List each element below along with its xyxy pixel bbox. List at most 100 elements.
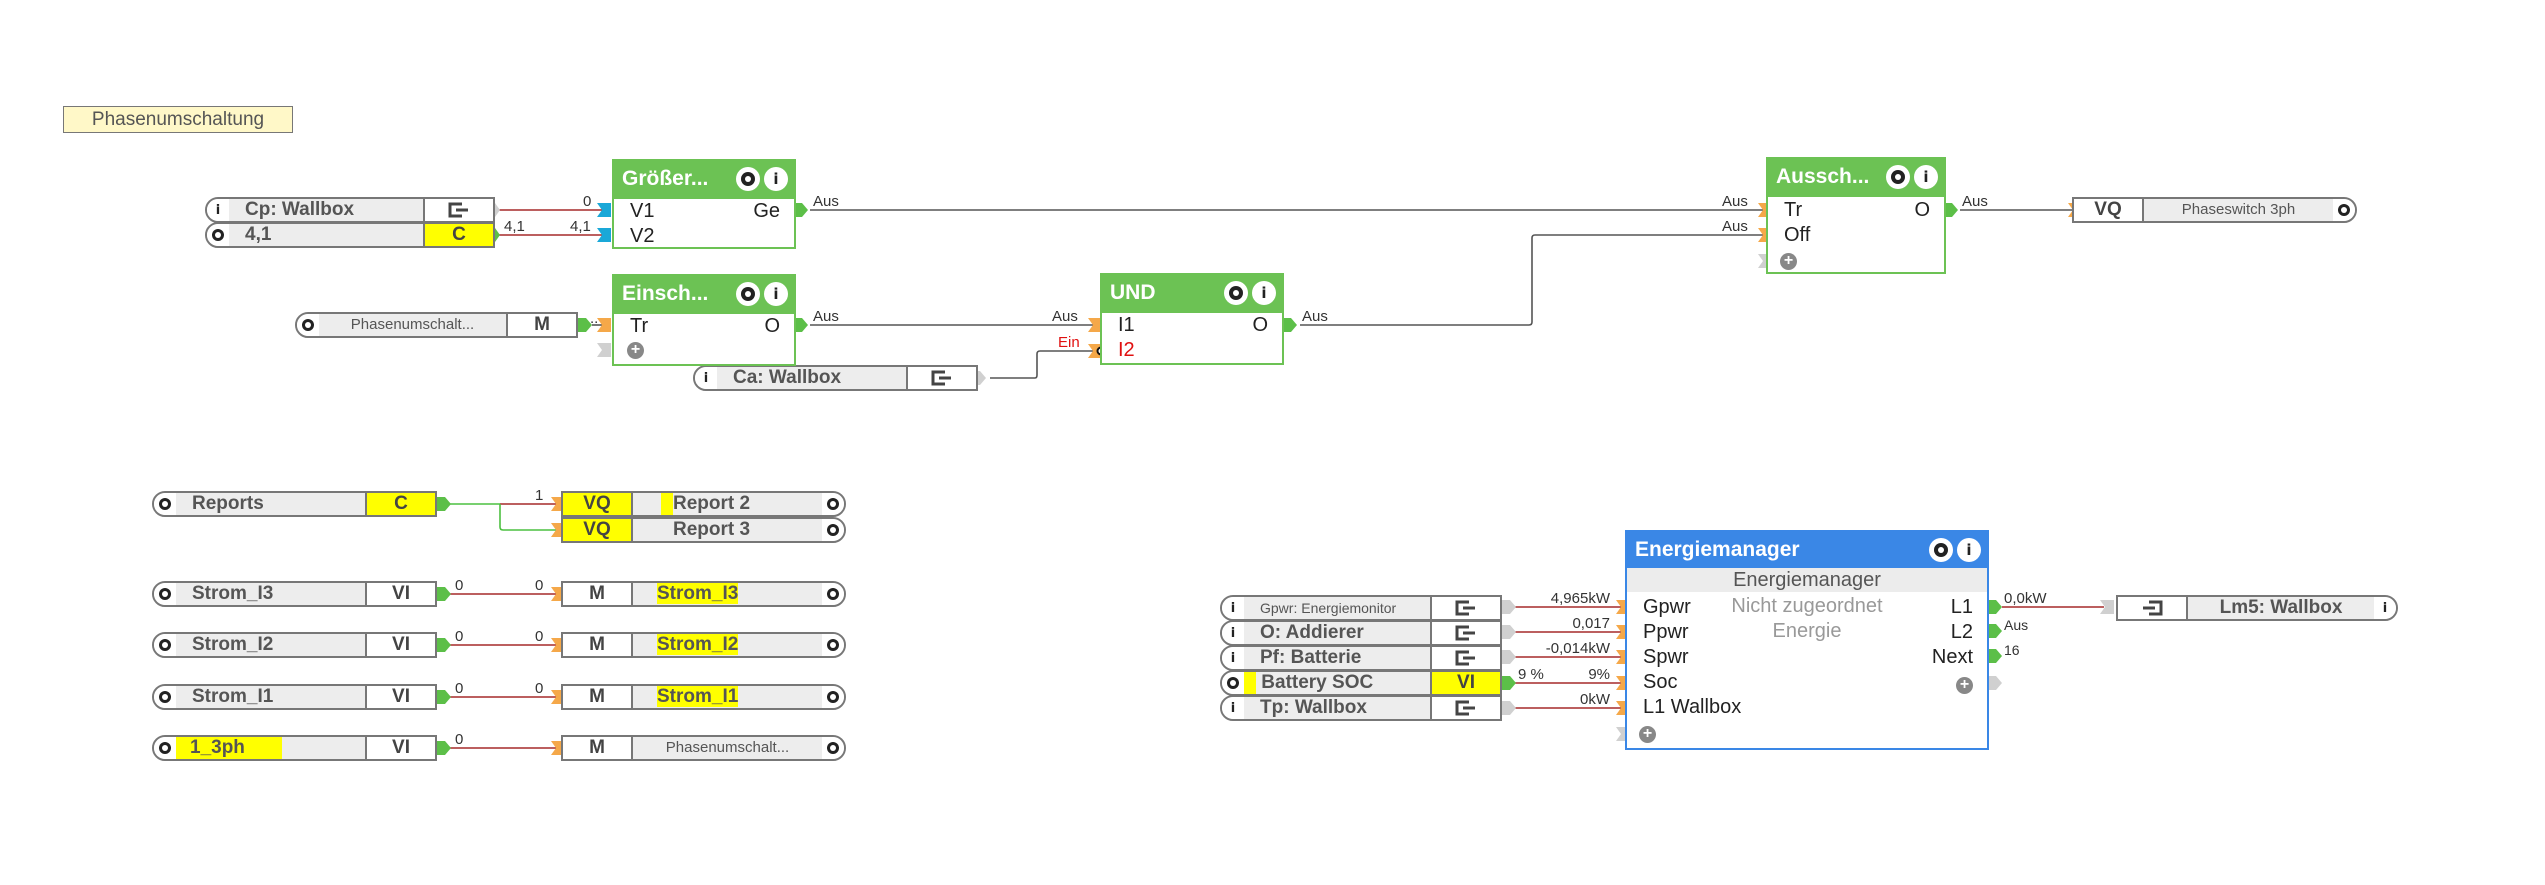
node-phasenumschalt-source[interactable]: Phasenumschalt... M bbox=[295, 312, 578, 338]
info-icon[interactable]: i bbox=[1957, 538, 1981, 562]
add-input-button[interactable]: + bbox=[1639, 726, 1656, 743]
gear-icon[interactable] bbox=[158, 497, 172, 511]
node-strom-l1-source[interactable]: Strom_I1 VI bbox=[152, 684, 437, 710]
wire-und-aussch bbox=[1300, 234, 1765, 326]
gear-icon[interactable] bbox=[1886, 165, 1910, 189]
info-icon[interactable]: i bbox=[1252, 281, 1276, 305]
gear-icon[interactable] bbox=[158, 741, 172, 755]
comment-box[interactable]: Phasenumschaltung bbox=[63, 106, 293, 133]
wire-label: 1 bbox=[535, 487, 544, 504]
node-type: VQ bbox=[2074, 199, 2144, 221]
node-strom-l2-source[interactable]: Strom_I2 VI bbox=[152, 632, 437, 658]
add-output-button[interactable]: + bbox=[1956, 677, 1973, 694]
gear-icon[interactable] bbox=[1226, 676, 1240, 690]
node-strom-l3-source[interactable]: Strom_I3 VI bbox=[152, 581, 437, 607]
node-type: M bbox=[563, 737, 633, 759]
block-aussch[interactable]: Aussch... i Tr Off O + bbox=[1766, 157, 1946, 274]
node-strom-l2-dest[interactable]: M Strom_I2 bbox=[561, 632, 846, 658]
info-icon[interactable]: i bbox=[1230, 700, 1236, 716]
node-report-2[interactable]: VQ Report 2 bbox=[561, 491, 846, 517]
node-report-3[interactable]: VQ Report 3 bbox=[561, 517, 846, 543]
gear-icon[interactable] bbox=[826, 741, 840, 755]
output-o: O bbox=[1914, 199, 1930, 221]
wire-label: 0 bbox=[535, 577, 544, 594]
node-lm5-wallbox[interactable]: Lm5: Wallbox i bbox=[2116, 595, 2398, 621]
node-label: Strom_I1 bbox=[657, 686, 739, 707]
port-v2 bbox=[597, 228, 611, 242]
block-status: Nicht zugeordnet bbox=[1731, 595, 1883, 617]
block-groesser[interactable]: Größer... i V1 V2 Ge bbox=[612, 159, 796, 249]
node-label: Pf: Batterie bbox=[1260, 647, 1362, 668]
node-strom-l3-dest[interactable]: M Strom_I3 bbox=[561, 581, 846, 607]
wire-label: 0,017 bbox=[1572, 615, 1610, 632]
info-icon[interactable]: i bbox=[1230, 600, 1236, 616]
node-type: M bbox=[506, 314, 576, 336]
gear-icon[interactable] bbox=[158, 587, 172, 601]
input-soc: Soc bbox=[1643, 671, 1678, 693]
port-aussch-o bbox=[1944, 203, 1958, 217]
gear-icon[interactable] bbox=[1929, 538, 1953, 562]
output-next: Next bbox=[1931, 646, 1973, 668]
info-icon[interactable]: i bbox=[1230, 625, 1236, 641]
output-l1: L1 bbox=[1950, 596, 1973, 618]
port-einsch-o bbox=[794, 318, 808, 332]
node-cp-wallbox[interactable]: i Cp: Wallbox bbox=[205, 197, 495, 223]
info-icon[interactable]: i bbox=[1230, 650, 1236, 666]
add-input-button[interactable]: + bbox=[1780, 253, 1797, 270]
node-ca-wallbox[interactable]: i Ca: Wallbox bbox=[693, 365, 978, 391]
node-type: C bbox=[423, 224, 493, 246]
node-type: VI bbox=[365, 583, 435, 605]
gear-icon[interactable] bbox=[826, 690, 840, 704]
block-und[interactable]: UND i I1 I2 O bbox=[1100, 273, 1284, 365]
node-phasenumschalt-dest[interactable]: M Phasenumschalt... bbox=[561, 735, 846, 761]
add-input-button[interactable]: + bbox=[627, 342, 644, 359]
node-battery-soc[interactable]: Battery SOC VI bbox=[1220, 670, 1502, 696]
node-label: Phasenumschalt... bbox=[665, 739, 790, 756]
node-label: Phaseswitch 3ph bbox=[2181, 201, 2296, 218]
node-addierer[interactable]: i O: Addierer bbox=[1220, 620, 1502, 646]
exit-icon bbox=[1430, 622, 1500, 644]
gear-icon[interactable] bbox=[826, 497, 840, 511]
gear-icon[interactable] bbox=[826, 638, 840, 652]
node-tp-wallbox[interactable]: i Tp: Wallbox bbox=[1220, 695, 1502, 721]
gear-icon[interactable] bbox=[736, 167, 760, 191]
wire-label: 9% bbox=[1588, 666, 1610, 683]
block-energiemanager[interactable]: Energiemanager i Energiemanager Nicht zu… bbox=[1625, 530, 1989, 750]
gear-icon[interactable] bbox=[736, 282, 760, 306]
port-lm5-in bbox=[2100, 600, 2114, 614]
block-title: UND bbox=[1110, 281, 1156, 304]
info-icon[interactable]: i bbox=[764, 282, 788, 306]
gear-icon[interactable] bbox=[826, 587, 840, 601]
node-type: VI bbox=[365, 634, 435, 656]
gear-icon[interactable] bbox=[301, 318, 315, 332]
gear-icon[interactable] bbox=[1224, 281, 1248, 305]
gear-icon[interactable] bbox=[158, 638, 172, 652]
input-ppwr: Ppwr bbox=[1643, 621, 1689, 643]
node-strom-l1-dest[interactable]: M Strom_I1 bbox=[561, 684, 846, 710]
gear-icon[interactable] bbox=[211, 228, 225, 242]
node-label: Report 2 bbox=[673, 493, 751, 514]
node-batterie[interactable]: i Pf: Batterie bbox=[1220, 645, 1502, 671]
node-label: Strom_I2 bbox=[192, 634, 274, 655]
node-reports[interactable]: Reports C bbox=[152, 491, 437, 517]
block-einsch[interactable]: Einsch... i Tr O + bbox=[612, 274, 796, 366]
gear-icon[interactable] bbox=[158, 690, 172, 704]
gear-icon[interactable] bbox=[2337, 203, 2351, 217]
wire-label: 0 bbox=[535, 680, 544, 697]
node-label: 1_3ph bbox=[176, 737, 282, 759]
info-icon[interactable]: i bbox=[703, 370, 709, 386]
info-icon[interactable]: i bbox=[2382, 600, 2388, 616]
node-gpwr-energiemonitor[interactable]: i Gpwr: Energiemonitor bbox=[1220, 595, 1502, 621]
node-constant-41[interactable]: 4,1 C bbox=[205, 222, 495, 248]
node-phaseswitch-3ph[interactable]: VQ Phaseswitch 3ph bbox=[2072, 197, 2357, 223]
info-icon[interactable]: i bbox=[764, 167, 788, 191]
info-icon[interactable]: i bbox=[1914, 165, 1938, 189]
wire-label: Aus bbox=[1052, 308, 1078, 325]
info-icon[interactable]: i bbox=[215, 202, 221, 218]
node-1-3ph-source[interactable]: 1_3ph VI bbox=[152, 735, 437, 761]
port-addierer-out bbox=[1502, 625, 1516, 639]
gear-icon[interactable] bbox=[826, 523, 840, 537]
port-em-add-out bbox=[1988, 676, 2002, 690]
wire-label: Aus bbox=[813, 193, 839, 210]
node-label: Tp: Wallbox bbox=[1260, 697, 1367, 718]
